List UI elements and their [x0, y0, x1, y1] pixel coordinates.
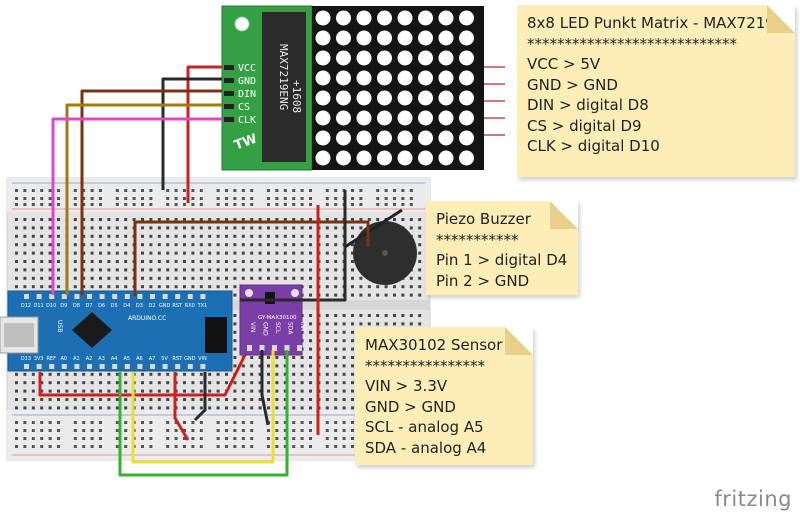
sensor-note: MAX30102 Sensor **************** VIN > 3… — [355, 327, 533, 465]
nano-bottom-pin-label: A1 — [73, 356, 80, 362]
nano-bottom-pin-label: 5V — [161, 356, 168, 362]
buzzer-note: Piezo Buzzer *********** Pin 1 > digital… — [426, 201, 578, 295]
buzzer-note-title: Piezo Buzzer — [436, 210, 531, 228]
nano-top-pin-label: D9 — [60, 303, 67, 309]
buzzer-note-line: Pin 1 > digital D4 — [436, 251, 568, 269]
arduino-label: ARDUINO.CC — [128, 315, 166, 322]
sensor-note-stars: **************** — [365, 356, 485, 375]
sensor-pin-label: INT — [299, 322, 306, 332]
module-pin — [224, 117, 234, 122]
sensor-note-title: MAX30102 Sensor — [365, 336, 503, 354]
matrix-note: 8x8 LED Punkt Matrix - MAX7219 *********… — [517, 5, 795, 177]
module-logo: TW — [232, 131, 259, 153]
nano-top-pin-label: RX0 — [185, 303, 195, 309]
buzzer-note-stars: *********** — [436, 230, 519, 249]
nano-top-pin-label: D5 — [111, 303, 118, 309]
nano-bottom-pin-label: A3 — [98, 356, 105, 362]
nano-bottom-pin-label: A7 — [149, 356, 156, 362]
nano-top-pin-label: D3 — [136, 303, 143, 309]
module-pin — [224, 78, 234, 83]
sensor-note-line: VIN > 3.3V — [365, 377, 448, 395]
nano-bottom-pin-label: 3V3 — [34, 356, 44, 362]
sensor-pin-label: SDA — [287, 322, 294, 335]
module-pin-label: CLK — [238, 115, 256, 126]
nano-bottom-pin-label: GND — [184, 356, 196, 362]
nano-bottom-pin-label: D13 — [21, 356, 31, 362]
max30102-board: GY-MAX30100 VIN GND SCL SDA INT — [239, 284, 306, 356]
sensor-pin-label: GND — [262, 322, 269, 336]
nano-bottom-pin-label: A2 — [86, 356, 93, 362]
nano-top-pin-label: D8 — [73, 303, 80, 309]
nano-top-pin-label: RST — [172, 303, 183, 309]
matrix-output-pins — [484, 66, 505, 136]
matrix-note-line: CS > digital D9 — [527, 116, 642, 135]
usb-label: USB — [56, 320, 63, 332]
buzzer-note-line: Pin 2 > GND — [436, 271, 530, 290]
matrix-note-stars: **************************** — [527, 34, 737, 53]
nano-bottom-pin-label: A5 — [123, 356, 130, 362]
module-pin-label: GND — [238, 76, 256, 87]
nano-bottom-pin-label: REF — [46, 356, 56, 362]
sensor-pin-label: SCL — [274, 322, 281, 334]
chip-label: MAX7219ENG — [277, 44, 290, 110]
nano-top-pin-label: D10 — [46, 303, 56, 309]
nano-top-pin-label: D11 — [33, 303, 43, 309]
nano-bottom-pin-label: A6 — [136, 356, 143, 362]
mcu-chip — [72, 312, 112, 348]
nano-top-pin-label: D12 — [21, 303, 31, 309]
matrix-note-line: VCC > 5V — [527, 55, 601, 73]
matrix-note-line: CLK > digital D10 — [527, 137, 660, 155]
fritzing-logo: fritzing — [714, 487, 792, 511]
led-matrix-module: MAX7219ENG +1608 TW VCC GND DIN CS CLK — [221, 5, 484, 171]
nano-bottom-pin-label: VIN — [198, 356, 207, 362]
module-pin — [224, 104, 234, 109]
module-pin-label: VCC — [238, 63, 256, 74]
chip-code: +1608 — [290, 80, 303, 113]
nano-top-pin-label: D2 — [148, 303, 155, 309]
nano-bottom-pin-label: A4 — [111, 356, 118, 362]
sensor-note-line: GND > GND — [365, 397, 456, 416]
module-pin — [224, 91, 234, 96]
nano-top-pin-label: D6 — [98, 303, 105, 309]
matrix-note-title: 8x8 LED Punkt Matrix - MAX7219 — [527, 14, 775, 32]
sensor-note-line: SDA - analog A4 — [365, 438, 487, 457]
module-pin-label: DIN — [238, 89, 256, 100]
sensor-note-line: SCL - analog A5 — [365, 418, 484, 436]
nano-top-pin-label: D7 — [85, 303, 92, 309]
nano-bottom-pin-label: A0 — [60, 356, 67, 362]
wires — [38, 65, 370, 477]
nano-bottom-pin-label: RST — [172, 356, 183, 362]
module-pin — [224, 65, 234, 70]
max7219-chip — [262, 12, 306, 162]
sensor-board-label: GY-MAX30100 — [258, 315, 297, 321]
matrix-note-line: DIN > digital D8 — [527, 96, 649, 114]
sensor-pin-label: VIN — [249, 322, 256, 332]
nano-top-pin-label: D4 — [123, 303, 130, 309]
nano-top-pin-label: TX1 — [197, 303, 208, 309]
module-pin-label: CS — [238, 102, 250, 113]
nano-top-pin-label: GND — [159, 303, 171, 309]
matrix-note-line: GND > GND — [527, 75, 618, 94]
